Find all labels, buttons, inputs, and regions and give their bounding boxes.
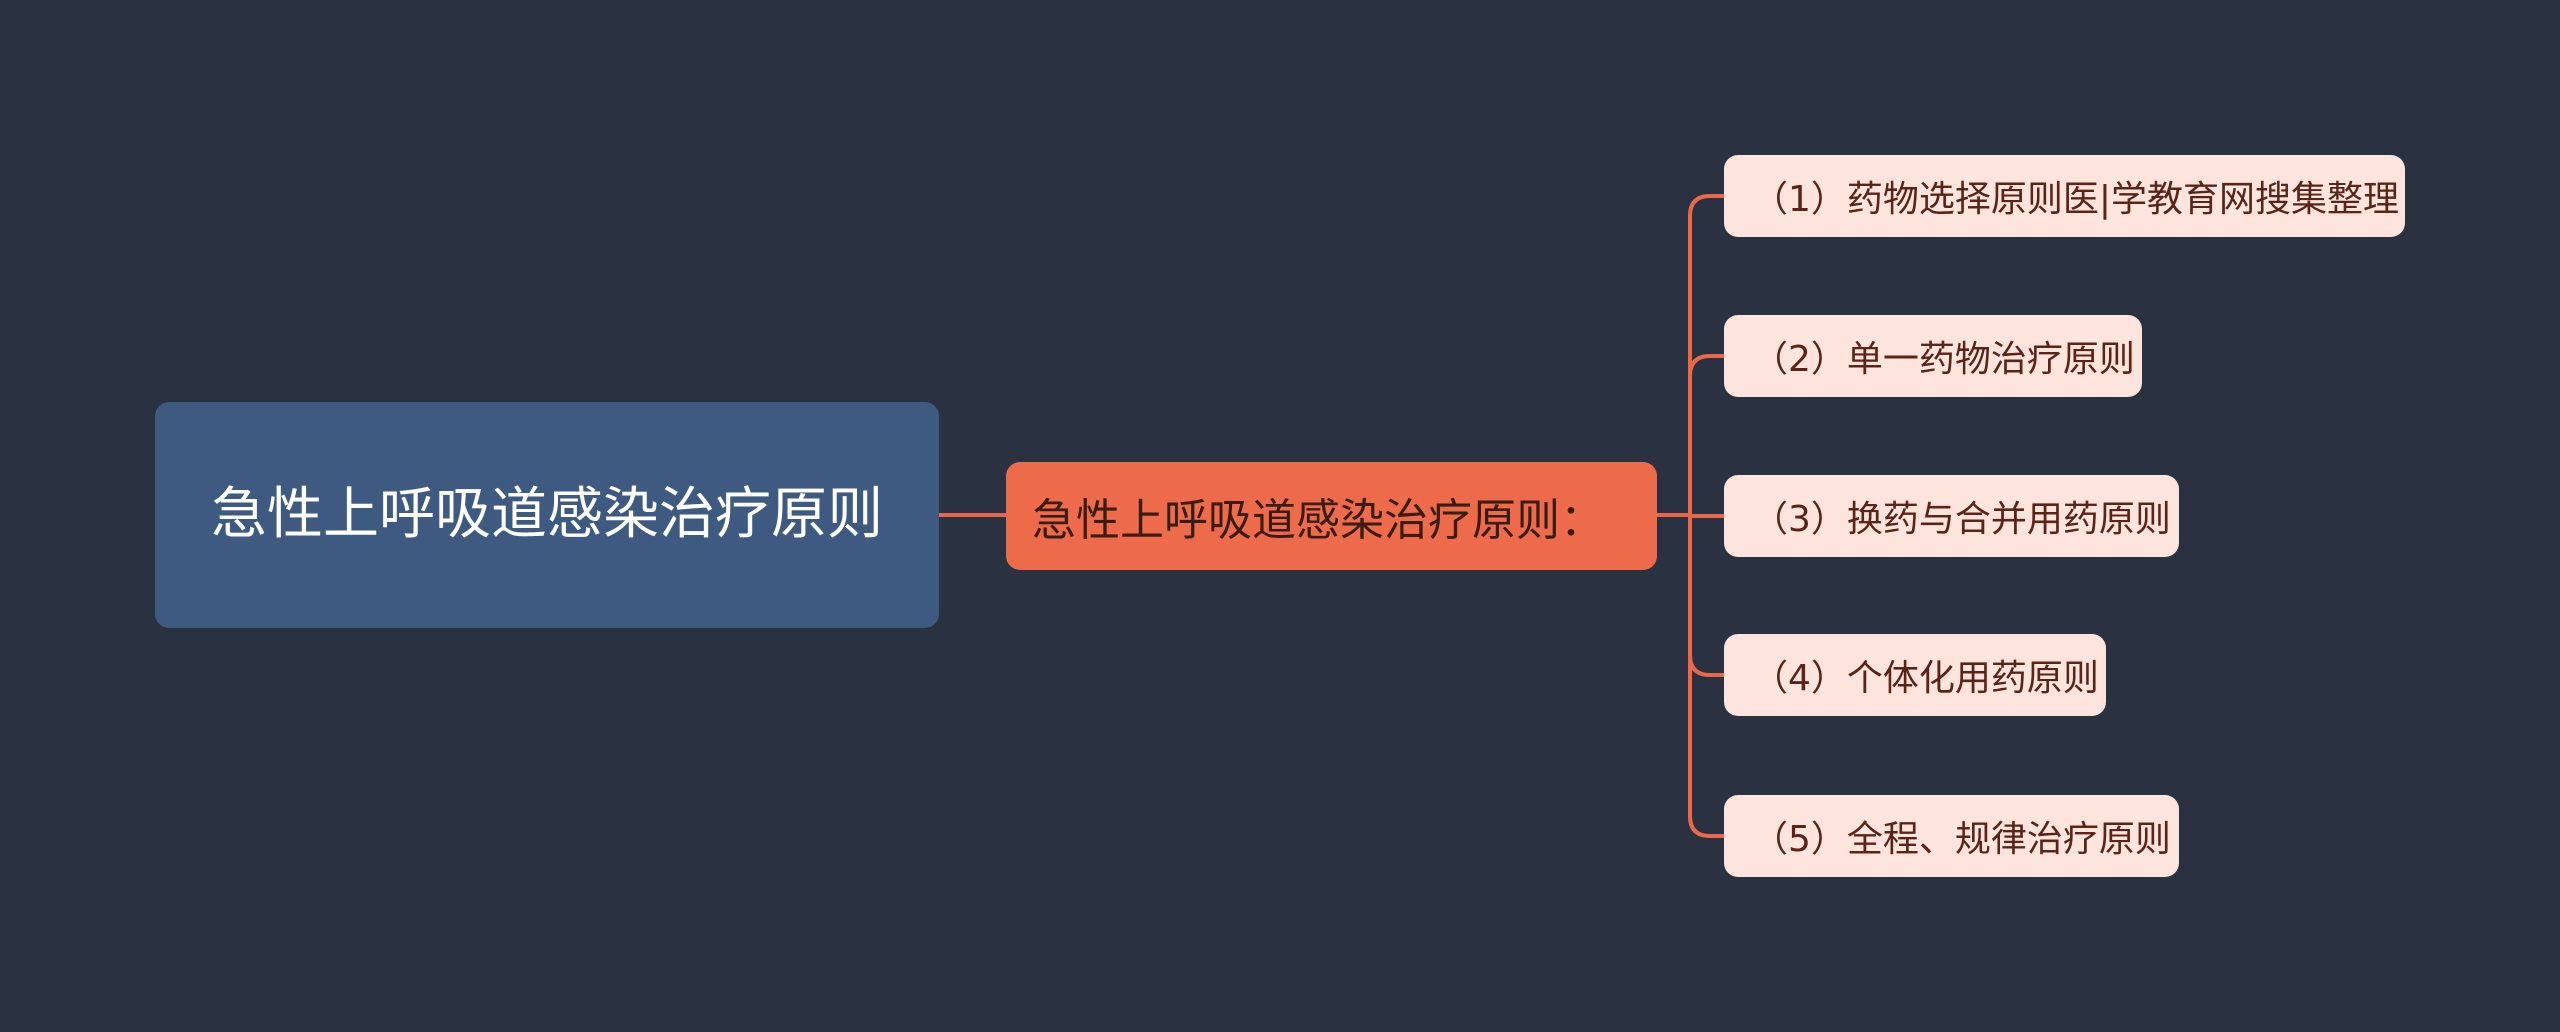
root-topic-node[interactable]: 急性上呼吸道感染治疗原则	[155, 402, 939, 628]
subtopic-node-3[interactable]: （3）换药与合并用药原则	[1724, 475, 2179, 557]
connector-branch-1	[1688, 194, 1726, 517]
connector-branch-2	[1688, 354, 1726, 517]
subtopic-node-1[interactable]: （1）药物选择原则医|学教育网搜集整理	[1724, 155, 2405, 237]
root-topic-label: 急性上呼吸道感染治疗原则	[211, 482, 883, 547]
subtopic-label-4: （4）个体化用药原则	[1752, 658, 2099, 699]
subtopic-node-5[interactable]: （5）全程、规律治疗原则	[1724, 795, 2179, 877]
subtopic-label-5: （5）全程、规律治疗原则	[1752, 819, 2171, 860]
subtopic-node-4[interactable]: （4）个体化用药原则	[1724, 634, 2106, 716]
subtopic-label-1: （1）药物选择原则医|学教育网搜集整理	[1752, 179, 2400, 220]
main-topic-label: 急性上呼吸道感染治疗原则：	[1032, 495, 1604, 546]
main-topic-node[interactable]: 急性上呼吸道感染治疗原则：	[1006, 462, 1657, 570]
subtopic-label-2: （2）单一药物治疗原则	[1752, 339, 2135, 380]
subtopic-label-3: （3）换药与合并用药原则	[1752, 499, 2171, 540]
subtopic-node-2[interactable]: （2）单一药物治疗原则	[1724, 315, 2142, 397]
connector-branch-4	[1688, 513, 1726, 677]
connector-branch-5	[1688, 513, 1726, 838]
